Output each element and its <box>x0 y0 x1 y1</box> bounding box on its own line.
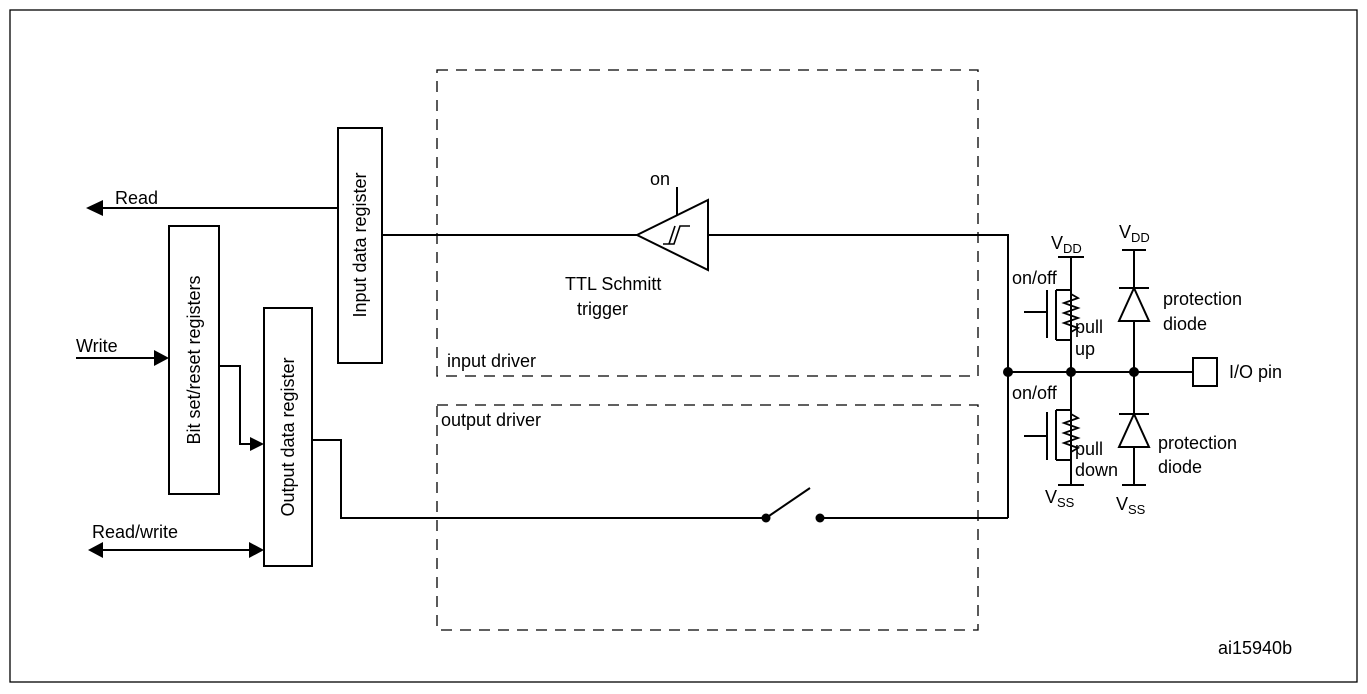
read-write-arrowhead-left <box>88 542 103 558</box>
odr-to-switch-wire <box>312 439 765 519</box>
diagram-frame <box>9 9 1358 683</box>
bsr-to-odr-wire <box>219 365 252 445</box>
vss-diode-sub: SS <box>1128 502 1146 517</box>
pull-up-resistor <box>1061 293 1081 333</box>
write-label: Write <box>76 336 118 356</box>
vss-pull-label: VSS <box>1045 487 1075 510</box>
output-data-register <box>263 307 313 567</box>
output-driver-label: output driver <box>441 410 541 430</box>
bit-set-reset-registers <box>168 225 220 495</box>
read-write-label: Read/write <box>92 522 178 542</box>
vss-diode-label: VSS <box>1116 494 1146 517</box>
input-data-register <box>337 127 383 364</box>
vdd-pull-main: V <box>1051 233 1063 253</box>
protection-diode-bottom <box>1117 411 1151 448</box>
read-write-arrowhead-right <box>249 542 264 558</box>
schmitt-label-line2: trigger <box>577 299 628 319</box>
input-data-register-label: Input data register <box>350 172 370 317</box>
pull-down-label-line1: pull <box>1075 439 1103 459</box>
protection-diode-bottom-label-line1: protection <box>1158 433 1237 453</box>
write-arrowhead <box>154 350 169 366</box>
vdd-pull-label: VDD <box>1051 233 1082 256</box>
read-label: Read <box>115 188 158 208</box>
read-arrowhead <box>86 200 103 216</box>
input-driver-label: input driver <box>447 351 536 371</box>
vdd-diode-main: V <box>1119 222 1131 242</box>
output-data-register-label: Output data register <box>278 357 298 516</box>
vss-diode-main: V <box>1116 494 1128 514</box>
input-driver-region <box>436 69 979 377</box>
schmitt-hysteresis-symbol-2 <box>668 225 676 245</box>
protection-diode-bottom-label-line2: diode <box>1158 457 1202 477</box>
figure-id: ai15940b <box>1218 638 1292 658</box>
protection-diode-top <box>1117 285 1151 322</box>
vdd-pull-sub: DD <box>1063 241 1082 256</box>
schmitt-label-line1: TTL Schmitt <box>565 274 661 294</box>
pull-up-label-line1: pull <box>1075 317 1103 337</box>
pull-down-label-line2: down <box>1075 460 1118 480</box>
pull-down-resistor <box>1061 413 1081 453</box>
vdd-diode-sub: DD <box>1131 230 1150 245</box>
bsr-to-odr-arrowhead <box>250 437 264 451</box>
node-driver <box>1003 367 1013 377</box>
vdd-diode-label: VDD <box>1119 222 1150 245</box>
switch-blade <box>765 487 811 519</box>
vss-pull-main: V <box>1045 487 1057 507</box>
pull-down-control-label: on/off <box>1012 383 1058 403</box>
protection-diode-top-label-line2: diode <box>1163 314 1207 334</box>
vss-pull-sub: SS <box>1057 495 1075 510</box>
bit-set-reset-registers-label: Bit set/reset registers <box>184 275 204 444</box>
schmitt-to-node-wire <box>708 234 1009 518</box>
pull-up-label-line2: up <box>1075 339 1095 359</box>
protection-diode-top-label-line1: protection <box>1163 289 1242 309</box>
io-pin-label: I/O pin <box>1229 362 1282 382</box>
pull-up-control-label: on/off <box>1012 268 1058 288</box>
schmitt-on-label: on <box>650 169 670 189</box>
schmitt-hysteresis-symbol <box>663 225 690 245</box>
io-pin <box>1192 357 1218 387</box>
